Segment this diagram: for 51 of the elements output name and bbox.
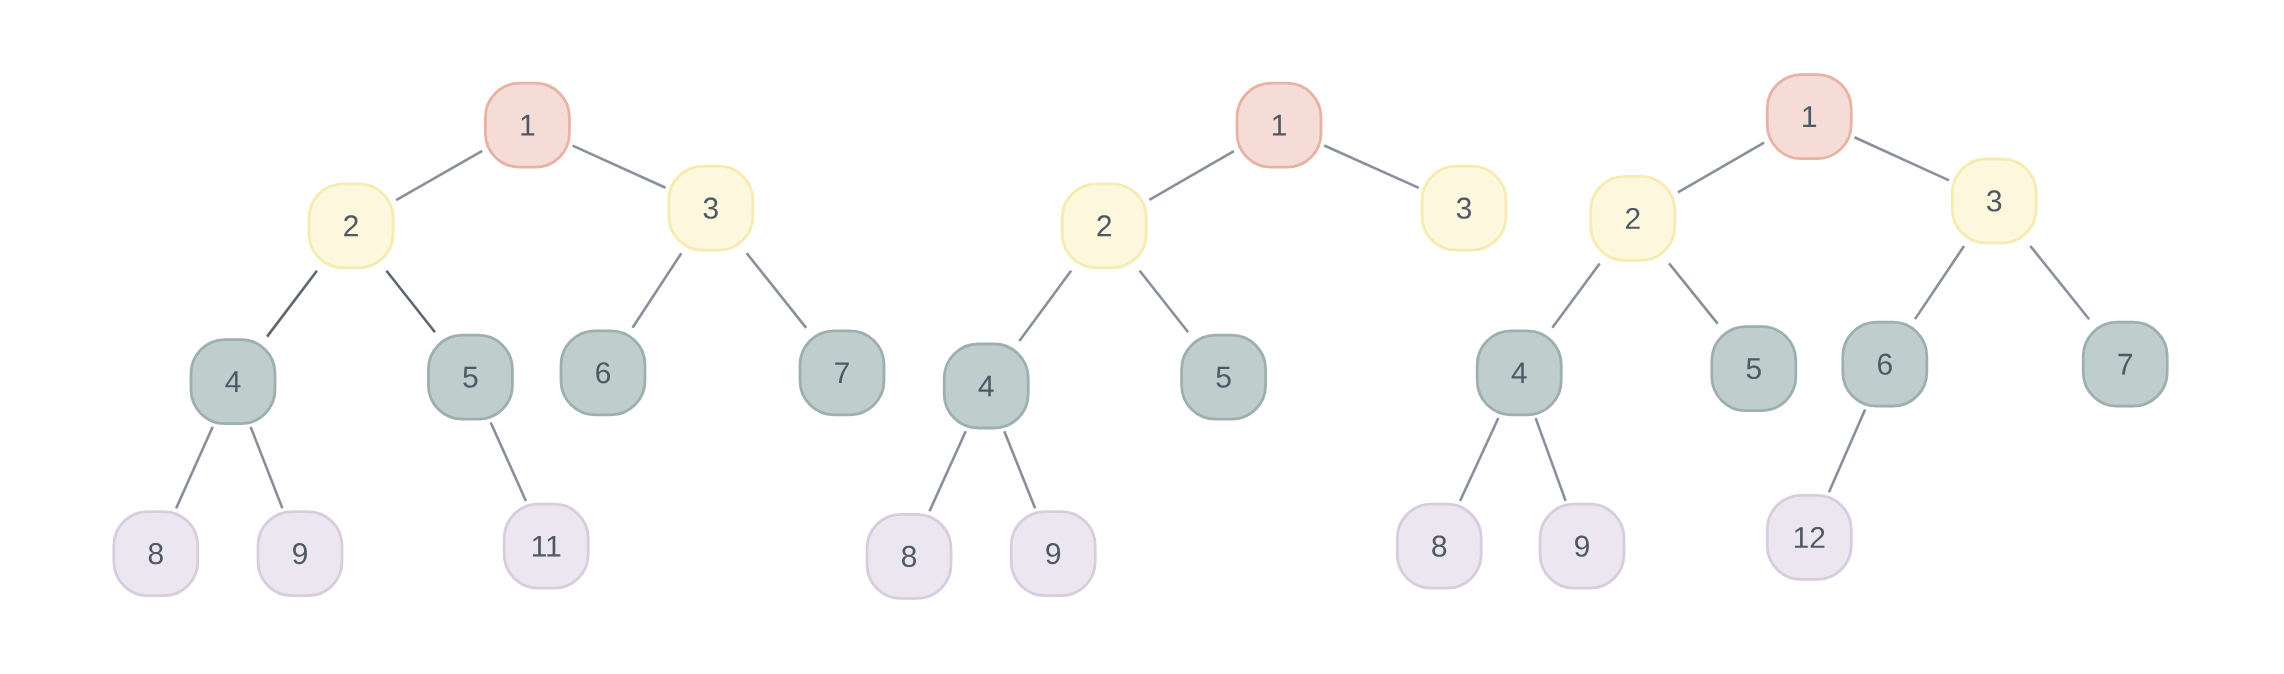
tree-node: 6 <box>559 329 647 417</box>
tree-edge <box>1913 245 1966 320</box>
tree-edge <box>249 426 284 509</box>
tree-node: 9 <box>1538 502 1626 590</box>
tree-edge <box>1551 262 1601 329</box>
tree-edge <box>2029 245 2091 321</box>
tree-node: 11 <box>502 502 590 590</box>
tree-node: 2 <box>1589 175 1677 262</box>
tree-node: 4 <box>942 342 1030 430</box>
tree-edge <box>1668 262 1719 325</box>
tree-node: 4 <box>189 338 277 425</box>
tree-node: 5 <box>1710 325 1798 412</box>
tree-node: 1 <box>484 81 571 169</box>
tree-edge <box>174 426 214 509</box>
tree-node: 12 <box>1765 494 1853 581</box>
tree-edge <box>928 430 967 512</box>
tree-node: 4 <box>1475 329 1563 417</box>
tree-edge <box>1534 417 1567 502</box>
tree-node: 2 <box>307 182 395 270</box>
tree-node: 5 <box>427 333 514 421</box>
tree-node: 7 <box>798 329 886 417</box>
tree-node: 8 <box>112 510 200 597</box>
tree-edge <box>1003 430 1037 509</box>
tree-node: 8 <box>865 513 953 600</box>
tree-edge <box>631 252 683 329</box>
tree-node: 8 <box>1395 502 1483 590</box>
tree-edge <box>1138 269 1190 334</box>
tree-edge <box>745 252 808 329</box>
tree-node: 7 <box>2081 320 2169 408</box>
tree-edge <box>385 269 436 334</box>
tree-node: 3 <box>1950 157 2038 245</box>
tree-node: 3 <box>667 164 755 252</box>
tree-edge <box>395 149 483 202</box>
tree-edge <box>266 270 318 338</box>
tree-edge <box>1148 150 1235 201</box>
tree-edge <box>1458 417 1500 502</box>
tree-node: 1 <box>1765 73 1853 160</box>
tree-edge <box>489 421 528 502</box>
tree-node: 1 <box>1235 81 1323 169</box>
tree-node: 3 <box>1420 164 1508 252</box>
tree-edge <box>1853 136 1950 182</box>
tree-node: 9 <box>256 510 344 597</box>
tree-node: 9 <box>1009 510 1097 597</box>
tree-edge <box>1018 270 1073 342</box>
tree-edge <box>1677 141 1765 194</box>
tree-node: 5 <box>1180 333 1267 421</box>
tree-edge <box>572 144 667 189</box>
tree-node: 6 <box>1841 320 1929 408</box>
tree-node: 2 <box>1060 182 1148 270</box>
tree-edge <box>1827 408 1867 493</box>
tree-edge <box>1323 144 1420 190</box>
